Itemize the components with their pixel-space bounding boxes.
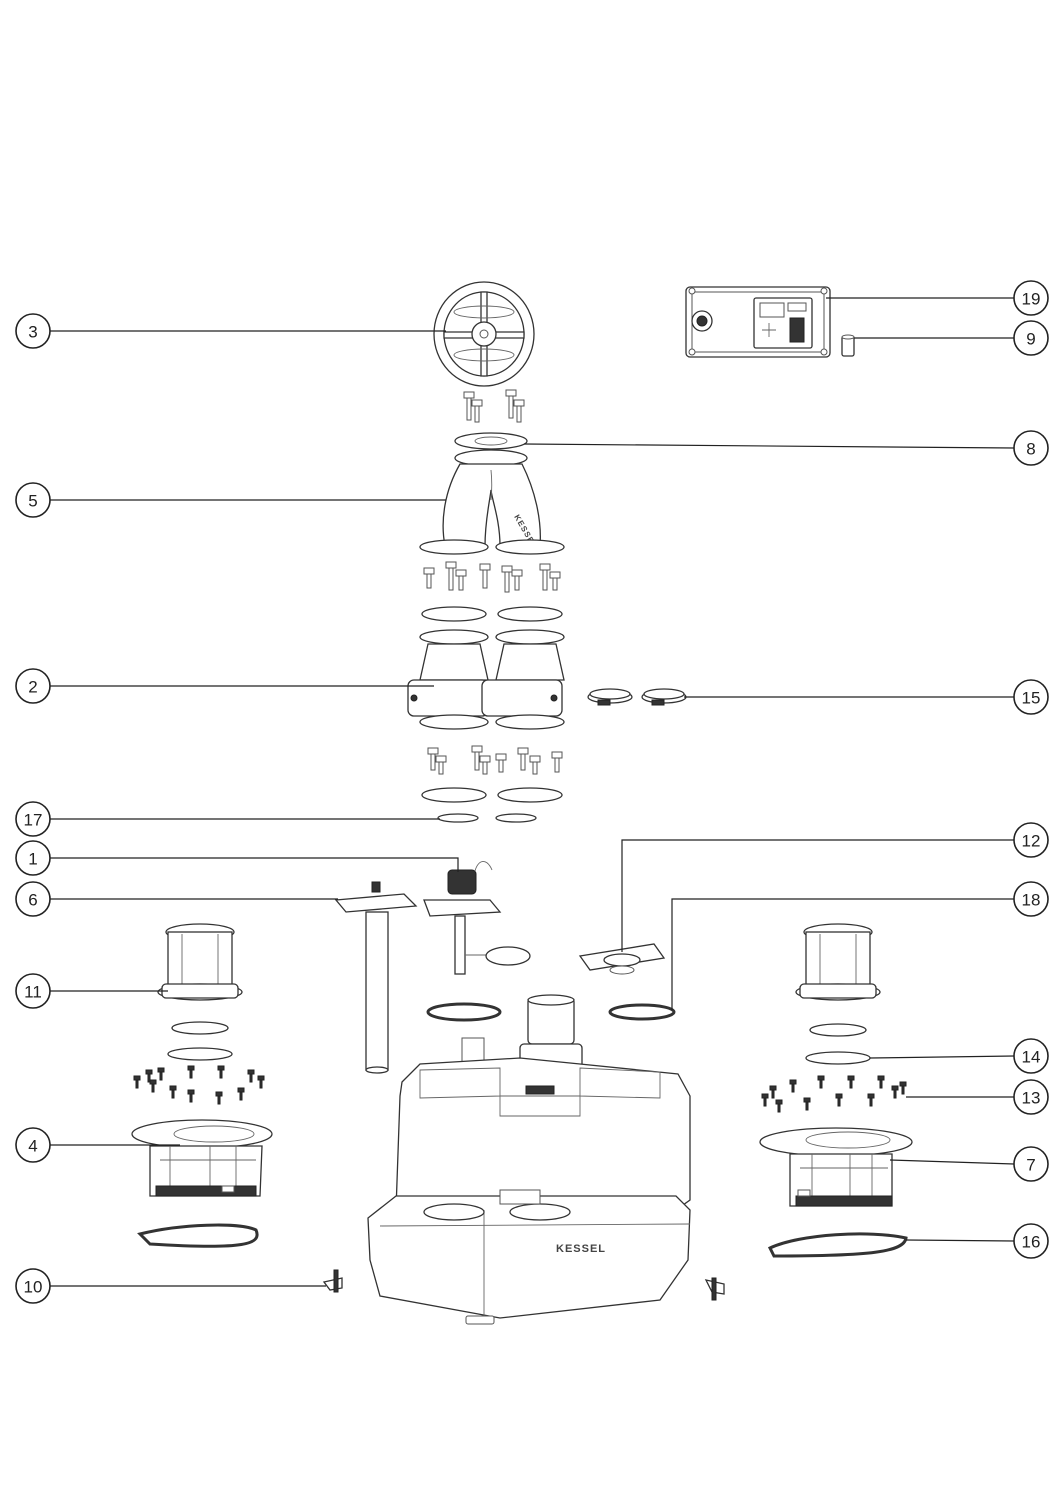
callout-5-number: 5 (28, 492, 37, 511)
callout-1: 1 (15, 840, 51, 876)
part-pump-left (157, 923, 243, 1061)
part-seal-rings (426, 1002, 676, 1022)
part-gasket-top (454, 432, 528, 450)
part-y-pipe: KESSEL (419, 449, 565, 555)
callout-4-number: 4 (28, 1137, 37, 1156)
part-o-rings (437, 813, 537, 823)
callout-19-number: 19 (1022, 290, 1041, 309)
part-handwheel (433, 281, 535, 387)
part-pump-housing-left (131, 1119, 273, 1248)
tank-brand-label: KESSEL (556, 1243, 606, 1255)
callout-6: 6 (15, 881, 51, 917)
callout-10: 10 (15, 1268, 51, 1304)
callout-15: 15 (1013, 679, 1049, 715)
callout-2-number: 2 (28, 678, 37, 697)
part-hose-clamps (587, 688, 687, 706)
part-cover-plate (578, 943, 666, 975)
callout-2: 2 (15, 668, 51, 704)
part-fuse (841, 334, 855, 357)
part-gasket-pair-upper (421, 606, 563, 622)
part-control-box (685, 286, 831, 358)
callout-3-number: 3 (28, 323, 37, 342)
callout-12: 12 (1013, 822, 1049, 858)
part-pump-right (795, 923, 881, 1037)
part-bolt-set-left (133, 1065, 265, 1105)
callout-13: 13 (1013, 1079, 1049, 1115)
callout-11: 11 (15, 973, 51, 1009)
callout-3: 3 (15, 313, 51, 349)
callout-17-number: 17 (24, 811, 43, 830)
callout-1-number: 1 (28, 850, 37, 869)
leader-lines (50, 297, 1015, 1287)
callout-9-number: 9 (1026, 330, 1035, 349)
callout-14: 14 (1013, 1038, 1049, 1074)
callout-9: 9 (1013, 320, 1049, 356)
callouts: 3 5 2 17 1 6 11 4 10 19 9 8 15 12 18 14 … (15, 280, 1049, 1304)
callout-17: 17 (15, 801, 51, 837)
callout-18-number: 18 (1022, 891, 1041, 910)
part-bolt-set-lower (427, 745, 563, 775)
part-bolt-set-top (463, 389, 525, 423)
callout-16-number: 16 (1022, 1233, 1041, 1252)
part-level-sensor (423, 861, 531, 975)
callout-8: 8 (1013, 430, 1049, 466)
part-inspection-tube (334, 881, 418, 1074)
part-gasket-pair-lower (421, 787, 563, 803)
callout-5: 5 (15, 482, 51, 518)
callout-13-number: 13 (1022, 1089, 1041, 1108)
part-check-valves (407, 629, 565, 730)
callout-16: 16 (1013, 1223, 1049, 1259)
callout-11-number: 11 (24, 983, 42, 1002)
part-mounting-brackets (322, 1269, 725, 1301)
callout-8-number: 8 (1026, 440, 1035, 459)
callout-14-number: 14 (1022, 1048, 1041, 1067)
callout-4: 4 (15, 1127, 51, 1163)
part-o-ring-right (805, 1051, 871, 1065)
part-bolt-set-right (761, 1075, 907, 1113)
callout-10-number: 10 (24, 1278, 43, 1297)
callout-7-number: 7 (1026, 1156, 1035, 1175)
callout-6-number: 6 (28, 891, 37, 910)
callout-12-number: 12 (1022, 832, 1041, 851)
part-gasket-right (767, 1232, 908, 1258)
part-pump-housing-right (759, 1127, 913, 1207)
part-collection-tank: KESSEL (367, 994, 691, 1325)
callout-7: 7 (1013, 1146, 1049, 1182)
callout-15-number: 15 (1022, 689, 1041, 708)
callout-19: 19 (1013, 280, 1049, 316)
callout-18: 18 (1013, 881, 1049, 917)
part-bolt-set-middle (423, 561, 561, 593)
